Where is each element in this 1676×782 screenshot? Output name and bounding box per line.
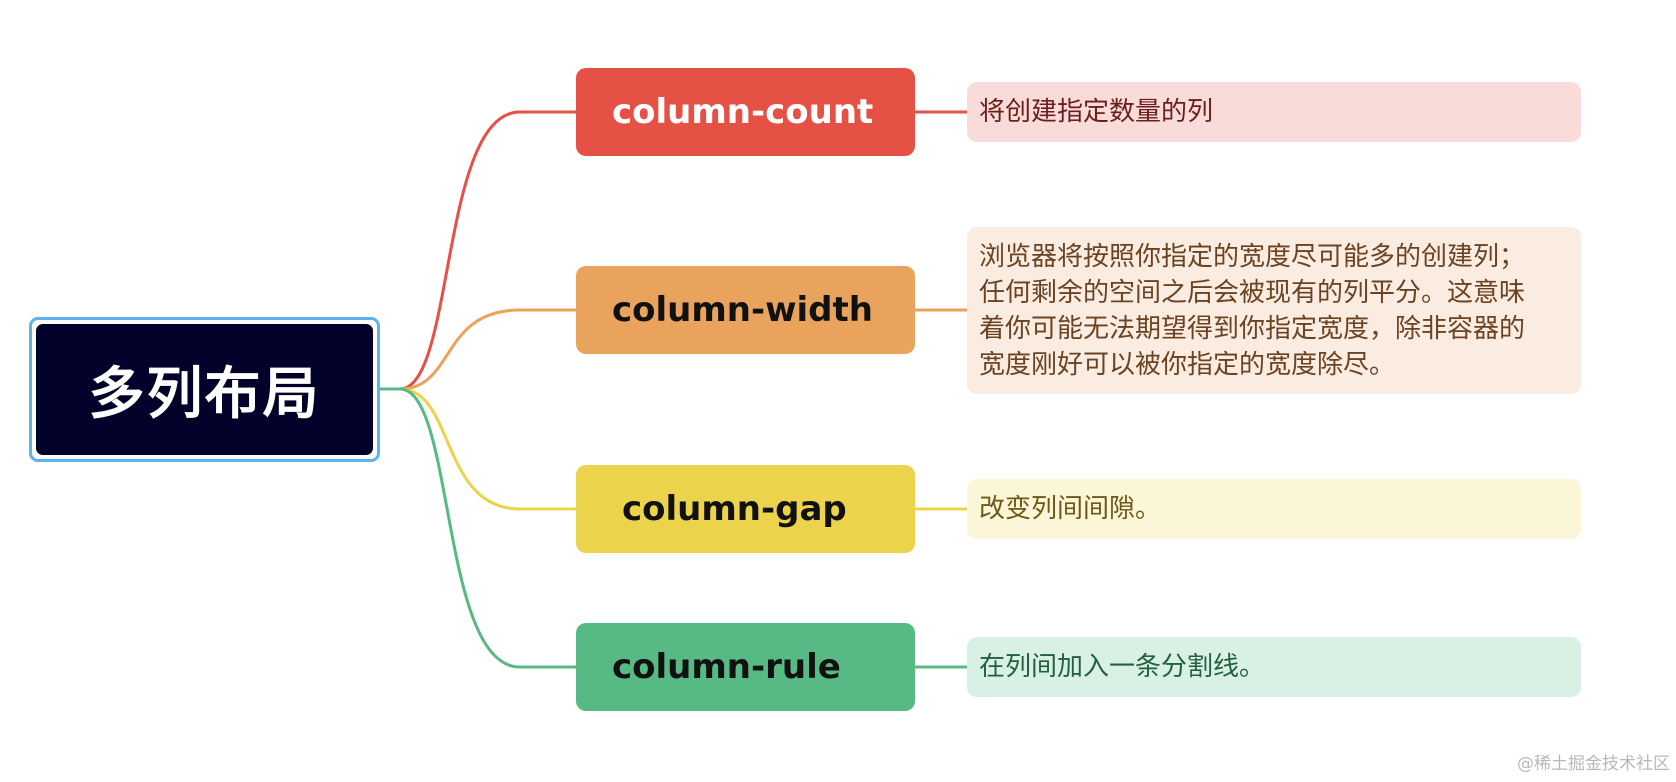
connector-root-to-count (399, 110, 576, 391)
topic-label: column-width (612, 290, 873, 330)
topic-label: column-count (612, 92, 874, 132)
connector-root-to-width (399, 308, 576, 391)
branch-topic-column-rule[interactable]: column-rule (576, 623, 915, 711)
topic-label: column-gap (622, 489, 847, 529)
watermark: @稀土掘金技术社区 (1517, 754, 1670, 774)
branch-note-column-count[interactable]: 将创建指定数量的列 (967, 82, 1581, 142)
branch-topic-column-count[interactable]: column-count (576, 68, 915, 156)
root-node[interactable]: 多列布局 (29, 317, 380, 462)
topic-label: column-rule (612, 647, 841, 687)
root-node-label: 多列布局 (36, 324, 373, 455)
connector-root-to-gap (399, 387, 576, 511)
note-text: 改变列间间隙。 (979, 494, 1162, 524)
branch-topic-column-width[interactable]: column-width (576, 266, 915, 354)
note-text: 浏览器将按照你指定的宽度尽可能多的创建列； 任何剩余的空间之后会被现有的列平分。… (979, 241, 1526, 380)
note-text: 将创建指定数量的列 (979, 97, 1214, 127)
connector-root-to-rule (399, 387, 576, 669)
note-text: 在列间加入一条分割线。 (979, 652, 1266, 682)
branch-note-column-gap[interactable]: 改变列间间隙。 (967, 479, 1581, 539)
branch-note-column-width[interactable]: 浏览器将按照你指定的宽度尽可能多的创建列； 任何剩余的空间之后会被现有的列平分。… (967, 227, 1581, 394)
branch-topic-column-gap[interactable]: column-gap (576, 465, 915, 553)
branch-note-column-rule[interactable]: 在列间加入一条分割线。 (967, 637, 1581, 697)
